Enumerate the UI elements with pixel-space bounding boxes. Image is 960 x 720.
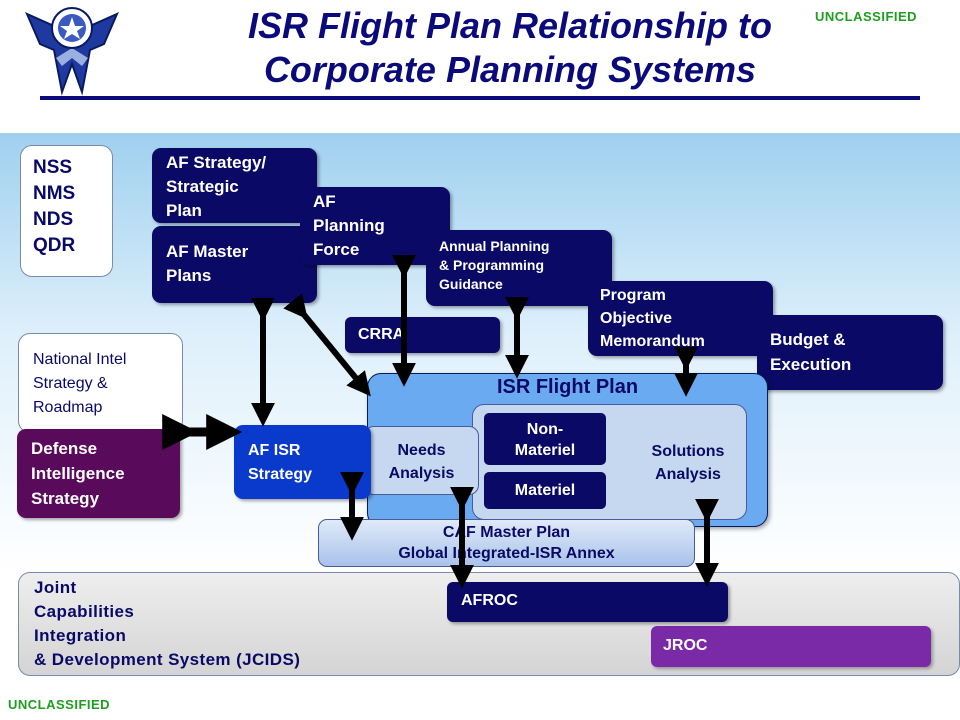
afroc-box: AFROC	[447, 582, 728, 622]
title-underline	[40, 96, 920, 100]
isr-flight-plan-title: ISR Flight Plan	[496, 376, 639, 398]
solutions-analysis-label: Solutions Analysis	[651, 443, 725, 483]
apg-box: Annual Planning & Programming Guidance	[426, 230, 612, 306]
nss-box: NSS NMS NDS QDR	[20, 145, 113, 277]
jcids-label: Joint Capabilities Integration & Develop…	[34, 578, 301, 669]
arrow-master-plans-flight-plan	[283, 293, 371, 397]
page-title: ISR Flight Plan Relationship to Corporat…	[247, 5, 772, 90]
classification-bottom: UNCLASSIFIED	[8, 697, 111, 712]
af-strategy-box: AF Strategy/ Strategic Plan	[152, 148, 317, 223]
air-force-logo	[22, 4, 122, 96]
caf-master-plan-box: CAF Master Plan Global Integrated-ISR An…	[318, 519, 695, 567]
materiel-box: Materiel	[482, 470, 608, 511]
needs-analysis-box: Needs Analysis	[364, 426, 479, 495]
af-planning-force-box: AF Planning Force	[300, 187, 450, 265]
classification-top: UNCLASSIFIED	[815, 9, 918, 24]
jroc-box: JROC	[651, 626, 931, 667]
defense-intel-strategy-box: Defense Intelligence Strategy	[17, 429, 180, 518]
non-materiel-box: Non- Materiel	[482, 411, 608, 467]
pom-box: Program Objective Memorandum	[588, 281, 773, 356]
budget-execution-box: Budget & Execution	[757, 315, 943, 390]
national-intel-box: National Intel Strategy & Roadmap	[18, 333, 183, 433]
af-master-plans-box: AF Master Plans	[152, 226, 317, 303]
